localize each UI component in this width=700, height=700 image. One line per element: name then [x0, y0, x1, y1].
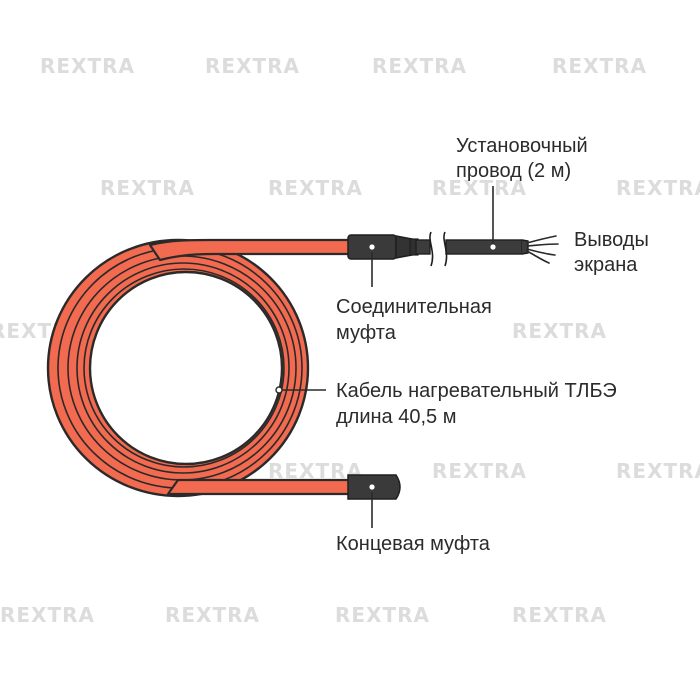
heating-cable-coil	[46, 238, 310, 498]
cable-top-lead	[148, 238, 352, 262]
watermark: REXTRA	[165, 603, 260, 627]
end-sleeve-label-line: Концевая муфта	[336, 533, 491, 555]
connector-sleeve-label-line: Соединительная	[336, 296, 492, 318]
watermark: REXTRA	[0, 603, 95, 627]
heating-cable-label: Кабель нагревательный ТЛБЭ длина 40,5 м	[336, 380, 622, 428]
shield-leads-label-line: Выводы	[574, 229, 649, 251]
coil-turn-line	[76, 262, 290, 474]
labels: Установочный провод (2 м) Выводы экрана …	[336, 135, 654, 555]
watermark: REXTRA	[335, 603, 430, 627]
watermark: REXTRA	[552, 54, 647, 78]
watermark: REXTRA	[205, 54, 300, 78]
supply-wire	[415, 231, 529, 267]
watermark: REXTRA	[372, 54, 467, 78]
supply-wire-label-line: Установочный	[456, 135, 588, 157]
watermark: REXTRA	[616, 176, 700, 200]
watermark: REXTRA	[512, 603, 607, 627]
watermark: REXTRA	[268, 176, 363, 200]
shield-leads	[526, 235, 559, 264]
heating-cable-pointer-dot	[275, 386, 283, 394]
heating-cable-label-line: длина 40,5 м	[336, 406, 456, 428]
coil-inner	[88, 270, 284, 466]
watermark: REXTRA	[432, 176, 527, 200]
watermark: REXTRA	[100, 176, 195, 200]
shield-leads-label: Выводы экрана	[574, 229, 654, 276]
connector-sleeve	[347, 234, 419, 260]
watermark: REXTRA	[512, 319, 607, 343]
watermark: REXTRA	[40, 54, 135, 78]
leader-lines	[281, 186, 494, 528]
heating-cable-label-line: Кабель нагревательный ТЛБЭ	[336, 380, 617, 402]
connector-sleeve-label: Соединительная муфта	[336, 296, 497, 344]
watermark: REXTRA	[616, 459, 700, 483]
shield-leads-label-line: экрана	[574, 254, 638, 276]
watermark-layer: REXTRA REXTRA REXTRA REXTRA REXTRA REXTR…	[0, 54, 700, 627]
supply-wire-label-line: провод (2 м)	[456, 160, 571, 182]
watermark: REXTRA	[432, 459, 527, 483]
connector-sleeve-label-line: муфта	[336, 322, 397, 344]
supply-wire-label: Установочный провод (2 м)	[456, 135, 593, 182]
end-sleeve	[347, 474, 401, 500]
cable-bottom-lead	[166, 478, 352, 496]
coil-turn-line	[83, 268, 285, 468]
end-sleeve-label: Концевая муфта	[336, 533, 491, 555]
